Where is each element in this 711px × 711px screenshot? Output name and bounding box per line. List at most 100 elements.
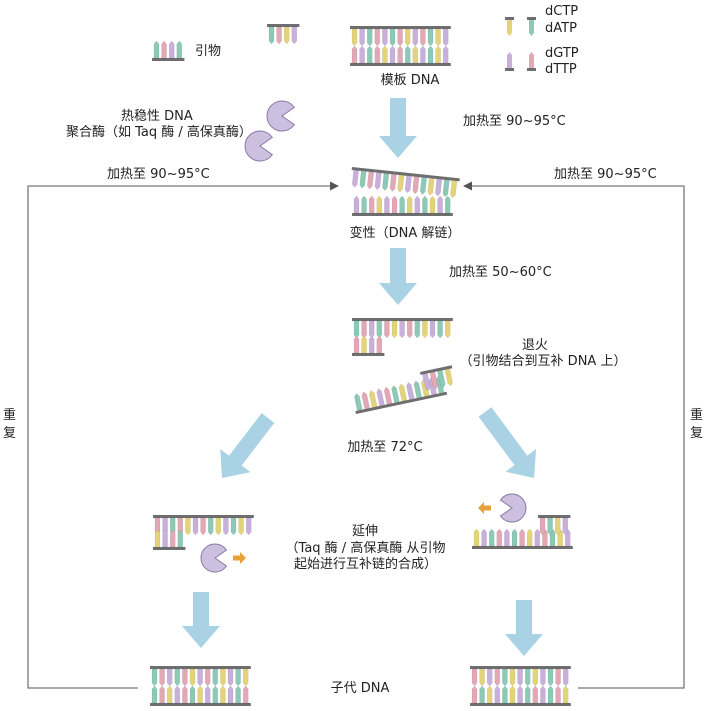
nucleotide xyxy=(399,320,405,339)
nucleotide xyxy=(242,668,249,687)
nucleotide xyxy=(374,172,382,191)
nucleotide xyxy=(235,668,241,687)
nucleotide xyxy=(404,28,411,47)
nucleotide xyxy=(151,668,158,687)
nucleotide xyxy=(406,195,413,214)
dctp-icon xyxy=(505,17,514,36)
nucleotide xyxy=(399,195,405,214)
nucleotide xyxy=(494,685,501,704)
nucleotide xyxy=(154,529,161,548)
nucleotide xyxy=(435,45,441,64)
strand-backbone xyxy=(472,546,573,549)
strand-backbone xyxy=(153,515,254,518)
nucleotide xyxy=(359,45,365,64)
extend-right-polymerase-icon xyxy=(499,493,527,523)
nucleotide xyxy=(383,386,393,405)
nucleotide xyxy=(182,685,188,704)
nucleotide xyxy=(382,173,390,191)
nucleotide xyxy=(382,28,388,47)
legend-short-strand xyxy=(267,24,300,45)
extend-right-primer xyxy=(538,515,571,536)
nucleotide xyxy=(351,28,358,47)
nucleotide xyxy=(562,685,569,704)
dctp-label: dCTP xyxy=(545,4,579,19)
extend-left-template xyxy=(153,515,254,536)
nucleotide xyxy=(524,668,531,687)
nucleotide xyxy=(555,685,561,704)
extend-left-polymerase-icon xyxy=(200,543,228,573)
repeat-cycle-lines xyxy=(27,181,685,689)
repeat-right-label: 重复 xyxy=(690,408,704,441)
datp-label: dATP xyxy=(545,21,577,36)
nucleotide xyxy=(397,45,403,64)
extend-left-primer xyxy=(153,529,186,550)
daughter-dna-right-bottom xyxy=(470,685,571,706)
nucleotide xyxy=(422,195,428,214)
nucleotide xyxy=(532,668,539,687)
nucleotide xyxy=(374,45,381,64)
nucleotide xyxy=(435,28,441,47)
strand-backbone xyxy=(352,318,453,321)
nucleotide xyxy=(161,40,167,59)
nucleotide xyxy=(406,382,415,400)
denatured-top-strand xyxy=(351,167,460,199)
nucleotide xyxy=(238,517,244,536)
nucleotide xyxy=(389,28,396,47)
strand-backbone xyxy=(150,666,251,669)
strand-backbone xyxy=(267,24,300,27)
nucleotide xyxy=(159,668,165,687)
nucleotide xyxy=(496,528,503,547)
nucleotide xyxy=(166,668,173,687)
nucleotide xyxy=(437,320,443,339)
nucleotide xyxy=(412,176,420,195)
nucleotide xyxy=(429,195,436,214)
nucleotide xyxy=(374,28,381,47)
denature-label: 变性（DNA 解链） xyxy=(349,226,461,241)
nucleotide xyxy=(361,391,370,410)
nucleotide xyxy=(397,174,405,193)
template-dna-label: 模板 DNA xyxy=(380,73,440,88)
nucleotide xyxy=(162,529,168,548)
nucleotide xyxy=(494,668,501,687)
nucleotide xyxy=(412,45,419,64)
nucleotide xyxy=(429,320,436,339)
extend-left-direction-arrow-icon xyxy=(233,552,246,564)
nucleotide xyxy=(389,45,396,64)
nucleotide xyxy=(562,668,569,687)
polymerase-icon-1 xyxy=(266,100,295,132)
nucleotide xyxy=(420,28,426,47)
nucleotide xyxy=(547,685,554,704)
anneal-desc-label: （引物结合到互补 DNA 上） xyxy=(459,354,627,369)
arrow-to-extend-left xyxy=(220,413,275,478)
nucleotide-shape xyxy=(529,52,534,68)
arrow-to-daughter-left xyxy=(182,592,220,648)
nucleotide xyxy=(539,517,546,536)
strand-backbone xyxy=(470,703,571,706)
nucleotide-backbone xyxy=(527,68,536,71)
denatured-bottom-strand xyxy=(352,195,453,216)
nucleotide xyxy=(189,685,196,704)
nucleotide xyxy=(235,685,241,704)
strand-backbone xyxy=(355,391,448,414)
strand-backbone xyxy=(352,213,453,216)
nucleotide xyxy=(291,26,298,45)
strand-backbone xyxy=(351,167,460,182)
nucleotide xyxy=(429,371,439,390)
nucleotide xyxy=(427,45,434,64)
nucleotide xyxy=(242,685,249,704)
template-dna-top xyxy=(350,26,451,47)
repeat-loop-left xyxy=(27,181,339,689)
primer-label: 引物 xyxy=(195,44,222,59)
nucleotide xyxy=(547,517,553,536)
nucleotide xyxy=(268,26,275,45)
nucleotide xyxy=(353,195,360,214)
nucleotide xyxy=(547,668,554,687)
nucleotide xyxy=(353,320,360,339)
nucleotide xyxy=(351,169,359,188)
nucleotide xyxy=(168,40,175,59)
nucleotide xyxy=(192,517,199,536)
nucleotide xyxy=(166,685,173,704)
dgtp-icon xyxy=(505,52,514,71)
nucleotide xyxy=(414,320,421,339)
